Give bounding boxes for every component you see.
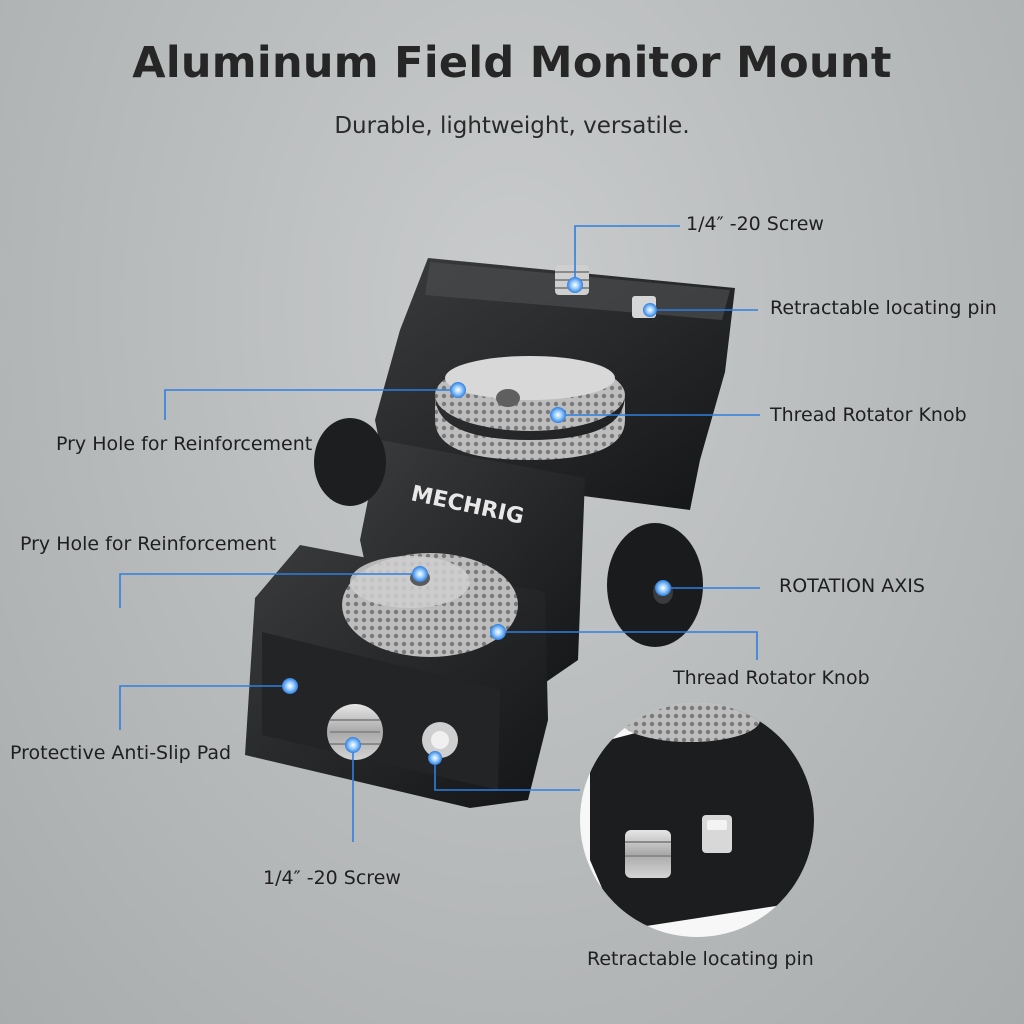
label-anti-slip-pad: Protective Anti-Slip Pad <box>10 742 232 764</box>
page-title: Aluminum Field Monitor Mount <box>132 38 892 88</box>
label-top-screw: 1/4″ -20 Screw <box>686 213 824 235</box>
callout-lines <box>119 225 760 842</box>
upper-bracket <box>375 258 735 510</box>
label-bottom-knob: Thread Rotator Knob <box>673 667 870 689</box>
label-pry-hole-lower: Pry Hole for Reinforcement <box>20 533 277 555</box>
label-pry-hole-upper: Pry Hole for Reinforcement <box>56 433 313 455</box>
label-rotation-axis: ROTATION AXIS <box>779 575 925 597</box>
label-top-knob: Thread Rotator Knob <box>770 404 967 426</box>
pry-hole-upper <box>496 389 520 407</box>
label-top-pin: Retractable locating pin <box>770 297 997 319</box>
page-subtitle: Durable, lightweight, versatile. <box>334 113 690 139</box>
callout-dots <box>282 277 671 765</box>
label-bottom-screw: 1/4″ -20 Screw <box>263 867 401 889</box>
inset-detail <box>580 703 814 937</box>
lower-clamp <box>245 545 548 808</box>
label-bottom-pin: Retractable locating pin <box>587 948 814 970</box>
